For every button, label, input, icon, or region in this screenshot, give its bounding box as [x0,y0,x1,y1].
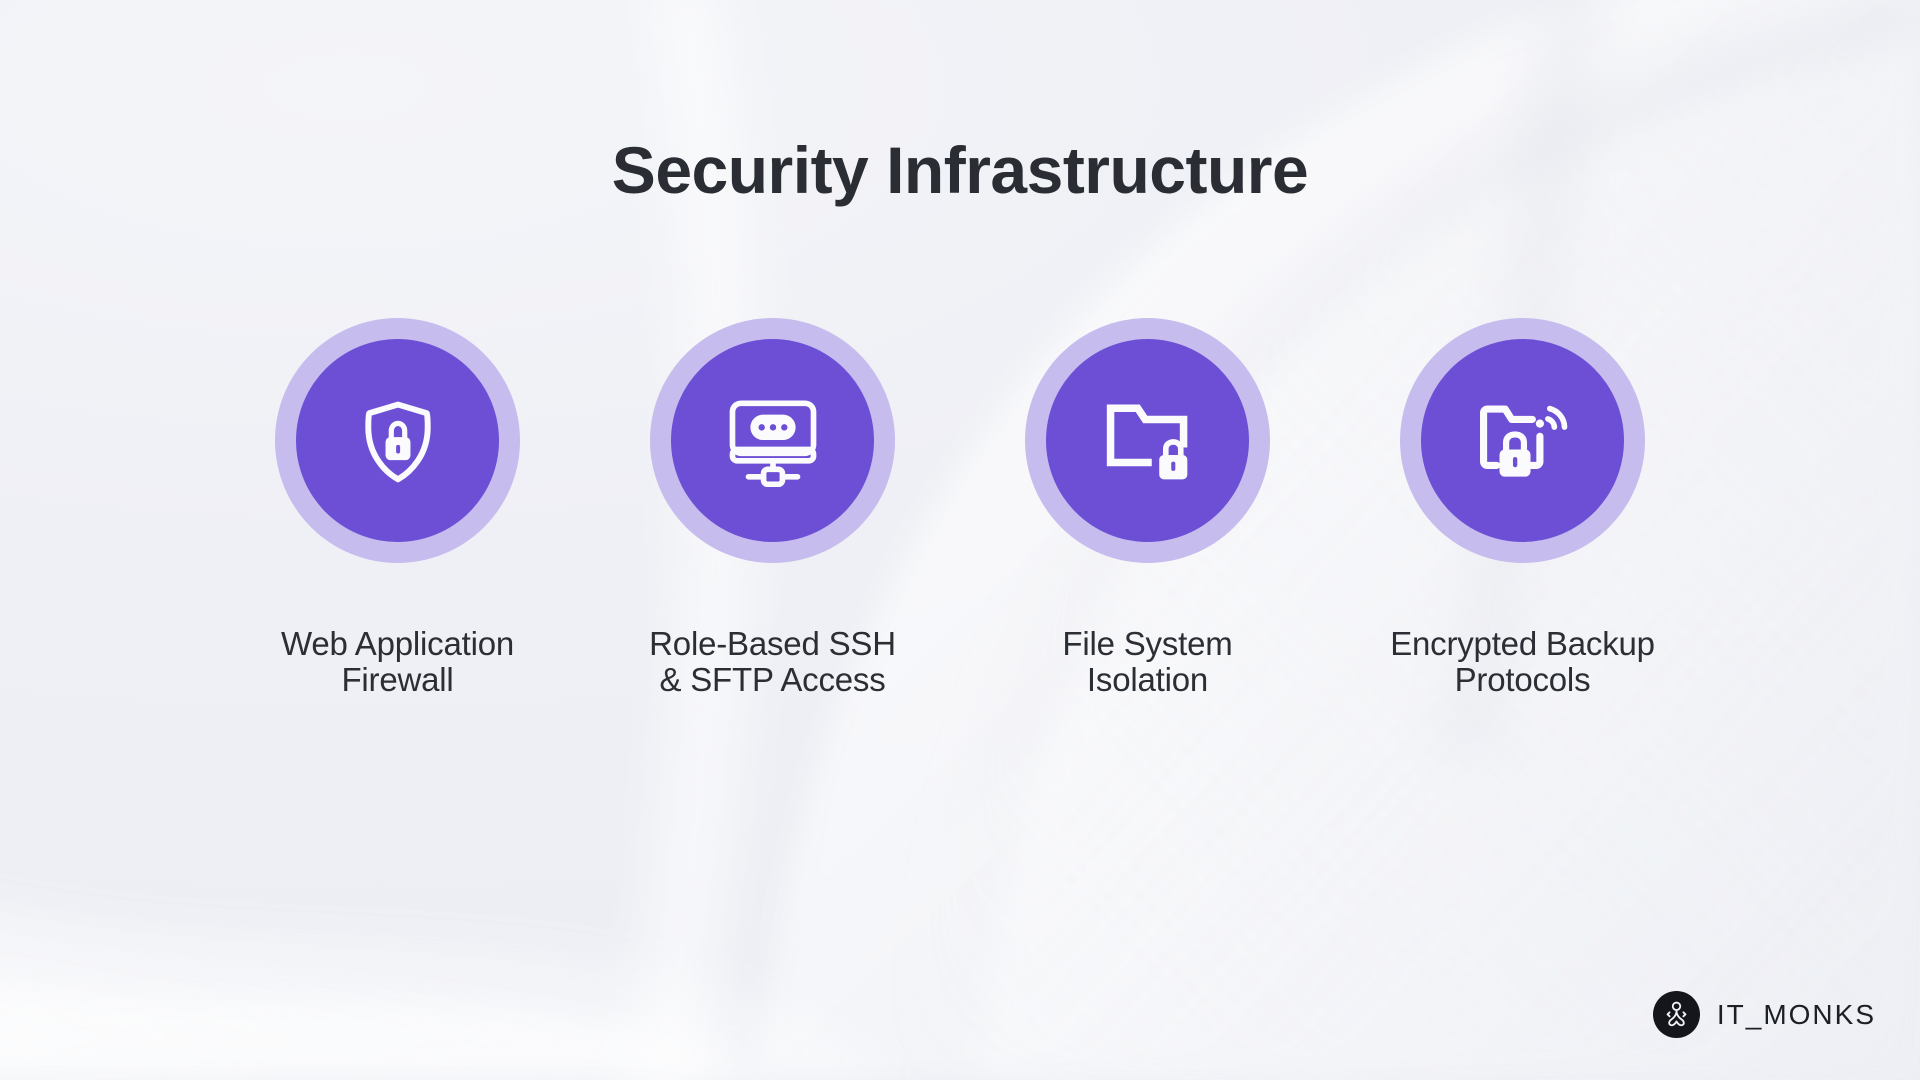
feature-label: Web Application Firewall [280,625,515,699]
brand-logo[interactable]: IT_MONKS [1652,991,1876,1038]
feature-card-file-system-isolation[interactable]: File System Isolation [960,318,1335,699]
folder-lock-wireless-icon [1474,395,1572,487]
monitor-password-network-icon [724,395,822,487]
icon-disc [1421,339,1624,542]
feature-card-role-based-ssh-sftp-access[interactable]: Role-Based SSH & SFTP Access [585,318,960,699]
icon-disc [671,339,874,542]
feature-card-web-application-firewall[interactable]: Web Application Firewall [210,318,585,699]
icon-ring [1400,318,1645,563]
brand-name: IT_MONKS [1716,998,1876,1030]
icon-disc [296,339,499,542]
icon-ring [1025,318,1270,563]
shield-lock-icon [352,395,444,487]
meditating-monk-icon [1652,991,1700,1038]
feature-label: File System Isolation [1062,625,1233,699]
icon-ring [275,318,520,563]
icon-ring [650,318,895,563]
feature-card-encrypted-backup-protocols[interactable]: Encrypted Backup Protocols [1335,318,1710,699]
page-title: Security Infrastructure [611,133,1309,207]
feature-label: Role-Based SSH & SFTP Access [649,625,896,699]
icon-disc [1046,339,1249,542]
feature-label: Encrypted Backup Protocols [1390,625,1655,699]
folder-lock-icon [1101,397,1195,485]
feature-row: Web Application Firewall [210,318,1710,699]
